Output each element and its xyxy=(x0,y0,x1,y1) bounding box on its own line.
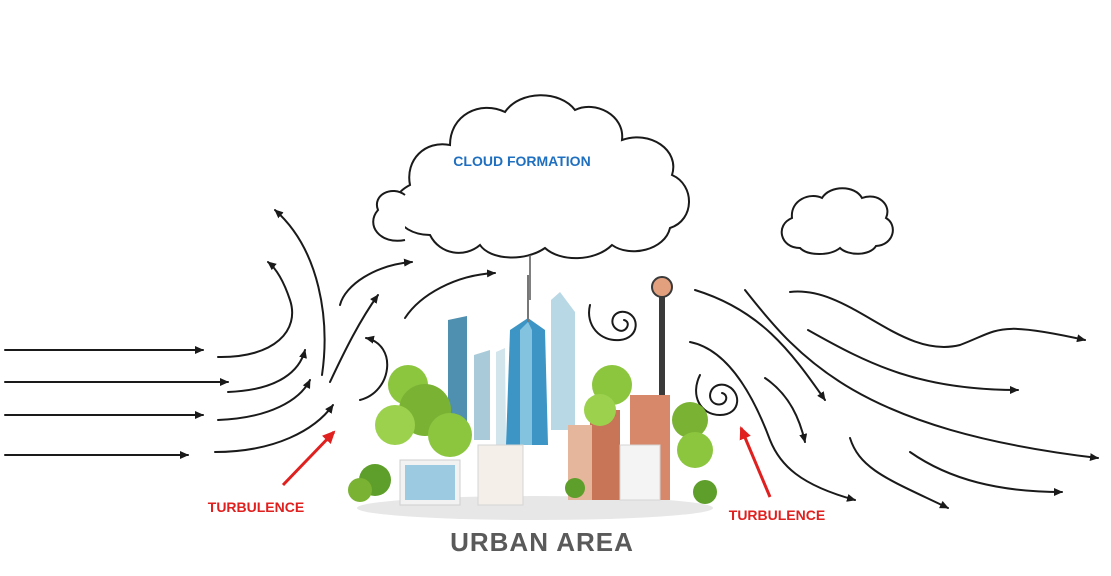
cloud-small xyxy=(780,187,894,255)
wind-arrow xyxy=(217,261,294,359)
wind-arrow xyxy=(807,329,1019,394)
incoming-wind-arrows xyxy=(4,346,229,459)
wind-arrow xyxy=(849,437,949,509)
wind-arrow xyxy=(227,349,307,393)
cloud-formation-label: CLOUD FORMATION xyxy=(453,153,590,169)
wind-arrow xyxy=(329,294,379,383)
turbulence-indicator-right xyxy=(739,426,772,498)
wind-arrow xyxy=(694,289,826,401)
turbulence-label-left: TURBULENCE xyxy=(208,499,304,515)
eddy-spiral-top xyxy=(588,304,637,342)
deflected-wind-arrows-left xyxy=(214,209,496,453)
wind-arrow xyxy=(764,377,808,443)
turbulence-indicator-left xyxy=(281,430,336,487)
turbulence-label-right: TURBULENCE xyxy=(729,507,825,523)
wind-arrow xyxy=(214,404,334,453)
outgoing-wind-arrows-right xyxy=(689,289,1099,509)
wind-arrow xyxy=(217,379,311,421)
wind-arrow xyxy=(359,335,389,401)
wind-arrow xyxy=(789,290,1086,348)
wind-arrow xyxy=(689,341,856,502)
wind-arrow xyxy=(744,289,1099,462)
wind-arrow xyxy=(404,269,496,319)
wind-arrow xyxy=(339,258,413,306)
urban-area-label: URBAN AREA xyxy=(450,527,634,557)
wind-arrow xyxy=(909,451,1063,496)
cloud-large xyxy=(372,94,690,260)
wind-arrow xyxy=(274,209,326,376)
urban-area-illustration xyxy=(348,275,717,520)
